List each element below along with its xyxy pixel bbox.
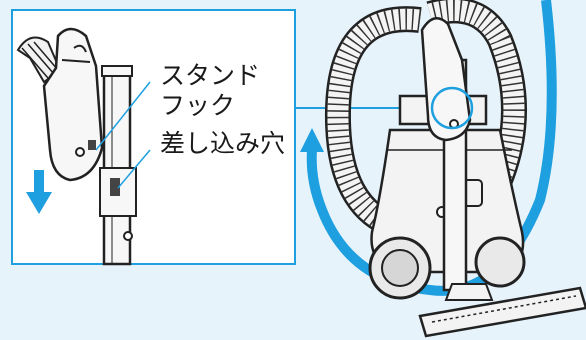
vacuum-pipe-and-handle: [420, 17, 472, 292]
inset-handle-grip: [42, 27, 104, 182]
right-wheel: [474, 236, 526, 288]
stand-hook-label-line1: スタンド: [160, 61, 261, 90]
rotation-arrow-head-icon: [300, 128, 324, 152]
stand-hook-label-line2: フック: [160, 91, 236, 120]
insert-hole-label: 差し込み穴: [160, 129, 286, 158]
vacuum-floor-nozzle: [418, 283, 586, 338]
inset-hose: [16, 36, 62, 84]
down-arrow-icon: [26, 170, 52, 214]
stand-hook-highlight-circle: [430, 86, 474, 130]
stand-hook-leader-line: [95, 81, 151, 151]
insert-hole-leader-line: [117, 149, 151, 189]
inset-extension-pipe: [99, 65, 137, 266]
